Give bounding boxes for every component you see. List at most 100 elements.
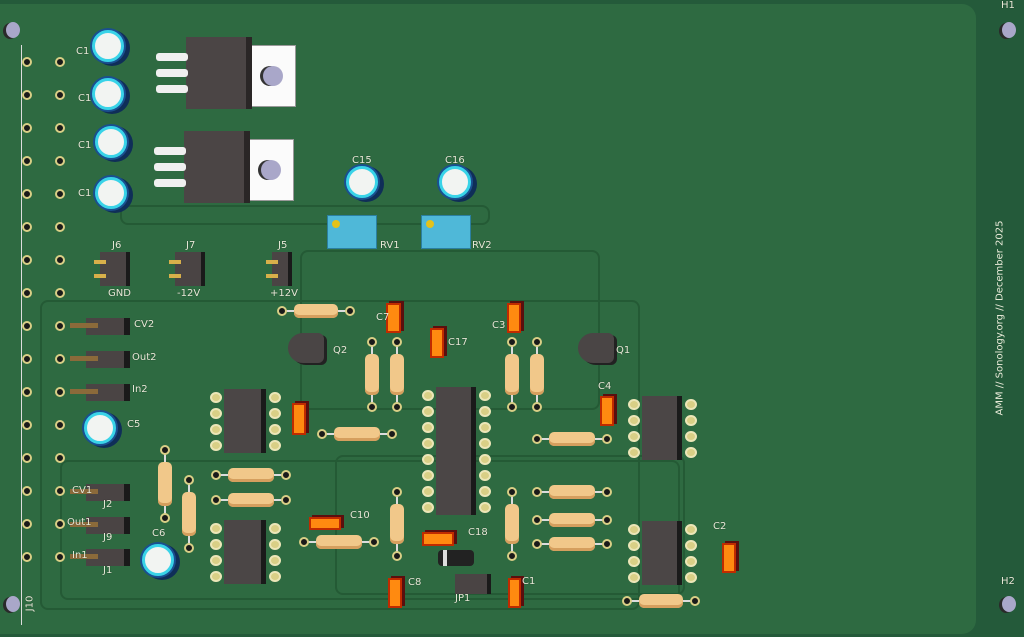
header-out1[interactable]: [70, 517, 130, 534]
board-surface: [0, 4, 976, 634]
ic-pin: [685, 572, 697, 583]
ic-pin: [479, 390, 491, 401]
resistor-pad: [602, 515, 612, 525]
connector-pad: [22, 387, 32, 397]
minus12v-label: -12V: [177, 288, 201, 299]
header-cv2[interactable]: [70, 318, 130, 335]
ic-pin: [269, 424, 281, 435]
ic-chip: [436, 387, 476, 515]
smd-capacitor: [309, 517, 341, 530]
electrolytic-capacitor: [437, 164, 473, 200]
rv2-label: RV2: [472, 240, 492, 251]
c17-label: C17: [448, 337, 468, 348]
j10-label: J10: [24, 595, 36, 612]
electrolytic-capacitor: [93, 175, 129, 211]
resistor: [549, 432, 595, 446]
connector-pad: [55, 387, 65, 397]
smd-capacitor: [422, 532, 454, 546]
resistor-pad: [392, 487, 402, 497]
h2-label: H2: [1001, 576, 1015, 587]
header-in1[interactable]: [70, 549, 130, 566]
cap-label: C16: [445, 155, 465, 166]
header-in2[interactable]: [70, 384, 130, 401]
electrolytic-capacitor: [344, 164, 380, 200]
connector-pad: [55, 354, 65, 364]
resistor: [549, 513, 595, 527]
trimmer-potentiometer[interactable]: [327, 215, 377, 249]
cap-label: C1: [78, 140, 92, 151]
connector-pad: [55, 321, 65, 331]
connector-pad: [22, 123, 32, 133]
c10-label: C10: [350, 510, 370, 521]
ic-pin: [422, 406, 434, 417]
cap-label: C15: [352, 155, 372, 166]
connector-pad: [22, 90, 32, 100]
header-cv1[interactable]: [70, 484, 130, 501]
connector-pad: [22, 222, 32, 232]
connector-pad: [22, 57, 32, 67]
resistor-pad: [392, 402, 402, 412]
mounting-hole: [6, 596, 20, 612]
resistor: [549, 485, 595, 499]
ic-pin: [210, 555, 222, 566]
connector-pad: [55, 189, 65, 199]
j10-outline: [21, 45, 27, 625]
jumper-gnd[interactable]: [94, 252, 130, 286]
jumper-minus12v[interactable]: [169, 252, 205, 286]
ic-pin: [685, 431, 697, 442]
j7-label: J7: [186, 240, 196, 251]
gnd-label: GND: [108, 288, 131, 299]
header-out2[interactable]: [70, 351, 130, 368]
resistor: [390, 354, 404, 395]
connector-pad: [22, 519, 32, 529]
trimmer-potentiometer[interactable]: [421, 215, 471, 249]
electrolytic-capacitor: [90, 76, 126, 112]
ic-pin: [628, 524, 640, 535]
jumper-plus12v[interactable]: [266, 252, 292, 286]
ic-pin: [685, 415, 697, 426]
cap-label: C1: [78, 93, 92, 104]
resistor-pad: [160, 513, 170, 523]
resistor: [334, 427, 380, 441]
resistor-pad: [367, 402, 377, 412]
ic-chip: [642, 396, 682, 460]
smd-capacitor: [388, 578, 402, 608]
j2-label: J2: [103, 499, 113, 510]
c1-label: C1: [522, 576, 536, 587]
resistor: [549, 537, 595, 551]
jumper-jp1[interactable]: [455, 574, 491, 594]
ic-pin: [628, 540, 640, 551]
ic-chip: [642, 521, 682, 585]
ic-pin: [269, 571, 281, 582]
c18-label: C18: [468, 527, 488, 538]
ic-pin: [628, 431, 640, 442]
h1-label: H1: [1001, 0, 1015, 11]
ic-pin: [269, 523, 281, 534]
trace: [300, 250, 600, 410]
smd-capacitor: [292, 403, 306, 435]
connector-pad: [55, 519, 65, 529]
ic-pin: [628, 572, 640, 583]
diode: [438, 550, 474, 566]
resistor-pad: [532, 402, 542, 412]
ic-pin: [628, 415, 640, 426]
resistor: [158, 462, 172, 506]
in1-label: In1: [72, 550, 88, 561]
plus12v-label: +12V: [270, 288, 298, 299]
electrolytic-capacitor: [93, 124, 129, 160]
connector-pad: [22, 552, 32, 562]
ic-pin: [628, 447, 640, 458]
ic-pin: [685, 399, 697, 410]
resistor-pad: [507, 402, 517, 412]
ic-pin: [685, 447, 697, 458]
resistor-pad: [299, 537, 309, 547]
ic-pin: [422, 454, 434, 465]
smd-capacitor: [386, 303, 401, 333]
connector-pad: [22, 288, 32, 298]
c7-label: C7: [376, 312, 390, 323]
ic-pin: [210, 424, 222, 435]
resistor: [294, 304, 338, 318]
ic-chip: [224, 389, 266, 453]
resistor-pad: [507, 551, 517, 561]
out1-label: Out1: [67, 517, 92, 528]
